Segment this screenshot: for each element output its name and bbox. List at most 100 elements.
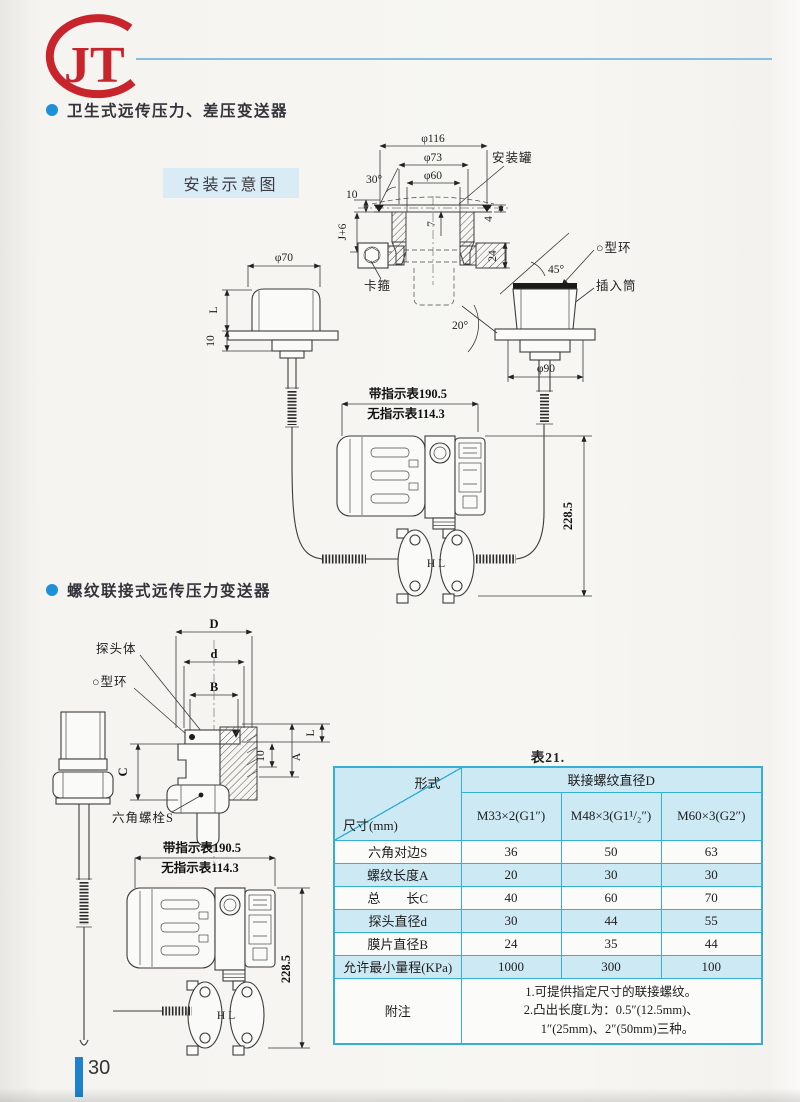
notes-cell: 1.可提供指定尺寸的联接螺纹。 2.凸出长度L为：0.5″(12.5mm)、 1… — [460, 977, 763, 1045]
table-row: 总 长C 40 60 70 — [333, 885, 763, 910]
cell: 70 — [660, 885, 763, 910]
logo-text: JT — [64, 37, 125, 94]
table-row: 探头直径d 30 44 55 — [333, 908, 763, 933]
dim-L1: L — [208, 306, 220, 313]
dim-45deg: 45° — [548, 264, 565, 276]
cell: 50 — [560, 839, 662, 864]
dim-24: 24 — [487, 250, 499, 262]
table-corner-cell: 形式 尺寸(mm) — [333, 766, 462, 841]
dim-228-2: 228.5 — [279, 955, 293, 983]
dim-phi116: φ116 — [421, 133, 445, 145]
dim-phi60: φ60 — [424, 170, 442, 182]
label-hex-bolt: 六角螺栓S — [112, 810, 174, 825]
dim-with-gauge-1: 带指示表190.5 — [369, 386, 447, 401]
table-row: 螺纹长度A 20 30 30 — [333, 862, 763, 887]
dim-j6: J+6 — [337, 223, 349, 240]
dim-L2: L — [305, 729, 317, 736]
table-title: 表21. — [530, 750, 566, 765]
label-insert-tube: 插入筒 — [596, 278, 637, 293]
label-oring: ○型环 — [596, 241, 632, 255]
probe-drawing-1: φ70 L 10 — [205, 252, 339, 560]
cell: 63 — [660, 839, 763, 864]
table-row: 允许最小量程(KPa) 1000 300 100 — [333, 954, 763, 979]
note-line: 1.可提供指定尺寸的联接螺纹。 — [525, 984, 698, 999]
section-heading-1: 卫生式远传压力、差压变送器 — [46, 99, 288, 121]
cell: 44 — [660, 931, 763, 956]
spec-table: 形式 尺寸(mm) 联接螺纹直径D M33×2(G1″) M48×3(G1¹/₂… — [333, 766, 763, 1045]
table-row: 膜片直径B 24 35 44 — [333, 931, 763, 956]
transmitter-drawing-1: 带指示表190.5 无指示表114.3 228.5 — [322, 386, 592, 604]
label-oring-2: ○型环 — [92, 675, 128, 689]
cell: 35 — [560, 931, 662, 956]
cell: 40 — [460, 885, 562, 910]
note-line: 1″(25mm)、2″(50mm)三种。 — [528, 1022, 695, 1037]
installation-diagram-badge: 安装示意图 — [163, 168, 299, 198]
section-heading-2: 螺纹联接式远传压力变送器 — [46, 579, 271, 601]
flange-drawing: φ116 φ73 φ60 30° 10 J+6 — [337, 133, 533, 306]
col-header: M48×3(G1¹/₂″) — [560, 791, 662, 841]
table-row: 六角对边S 36 50 63 — [333, 839, 763, 864]
cell: 30 — [560, 862, 662, 887]
cell: 1000 — [460, 954, 562, 979]
cell: 100 — [660, 954, 763, 979]
section-heading-2-label: 螺纹联接式远传压力变送器 — [67, 583, 272, 600]
transmitter-drawing-2: 带指示表190.5 无指示表114.3 228.5 — [113, 840, 310, 1056]
page-number-bar — [75, 1057, 83, 1097]
label-probe-body: 探头体 — [96, 642, 137, 656]
label-clamp: 卡箍 — [364, 278, 391, 293]
header-rule — [136, 58, 772, 60]
dim-10: 10 — [346, 189, 358, 201]
section-bullet-icon — [46, 584, 58, 596]
notes-label: 附注 — [333, 977, 462, 1045]
probe-drawing-2 — [52, 711, 114, 1046]
dim-30deg: 30° — [366, 174, 383, 186]
page-number-value: 30 — [88, 1057, 111, 1079]
cell: 24 — [460, 931, 562, 956]
dim-C: C — [116, 767, 130, 776]
dim-phi70: φ70 — [275, 252, 293, 264]
dim-20deg: 20° — [452, 320, 469, 332]
dim-7: 7 — [426, 221, 438, 227]
notes-row: 附注 1.可提供指定尺寸的联接螺纹。 2.凸出长度L为：0.5″(12.5mm)… — [333, 977, 763, 1045]
badge-label: 安装示意图 — [183, 177, 279, 194]
page-number: 30 — [75, 1057, 110, 1097]
col-header: M60×3(G2″) — [660, 791, 763, 841]
dim-228-1: 228.5 — [561, 502, 575, 530]
connector-drawing: D d B 探头体 ○型环 L 10 A — [92, 617, 330, 865]
dim-phi90: φ90 — [537, 363, 555, 375]
cell: 30 — [660, 862, 763, 887]
section-bullet-icon — [46, 104, 58, 116]
table-span-header: 联接螺纹直径D — [460, 766, 763, 793]
dim-10c: 10 — [255, 750, 267, 762]
dim-10b: 10 — [205, 335, 217, 347]
corner-label-top: 形式 — [414, 776, 441, 791]
row-label: 允许最小量程(KPa) — [333, 954, 462, 979]
row-label: 探头直径d — [333, 908, 462, 933]
cell: 300 — [560, 954, 662, 979]
cell: 30 — [460, 908, 562, 933]
col-header: M33×2(G1″) — [460, 791, 562, 841]
dim-with-gauge-2: 带指示表190.5 — [163, 840, 241, 855]
row-label: 螺纹长度A — [333, 862, 462, 887]
cell: 36 — [460, 839, 562, 864]
plug-drawing: ○型环 插入筒 45° 20° φ90 — [452, 232, 637, 560]
label-mounting-tank: 安装罐 — [492, 150, 533, 165]
note-line: 2.凸出长度L为：0.5″(12.5mm)、 — [523, 1003, 699, 1018]
corner-label-bottom: 尺寸(mm) — [343, 817, 398, 833]
company-logo: JT — [45, 14, 136, 99]
dim-4: 4 — [483, 216, 495, 222]
cell: 55 — [660, 908, 763, 933]
row-label: 膜片直径B — [333, 931, 462, 956]
dim-without-gauge-2: 无指示表114.3 — [160, 860, 238, 875]
dim-without-gauge-1: 无指示表114.3 — [366, 406, 444, 421]
row-label: 六角对边S — [333, 839, 462, 864]
cell: 60 — [560, 885, 662, 910]
dim-A: A — [291, 752, 303, 761]
row-label: 总 长C — [333, 885, 462, 910]
cell: 44 — [560, 908, 662, 933]
dim-D: D — [209, 617, 218, 631]
dim-phi73: φ73 — [424, 152, 442, 164]
section-heading-1-label: 卫生式远传压力、差压变送器 — [67, 103, 289, 120]
